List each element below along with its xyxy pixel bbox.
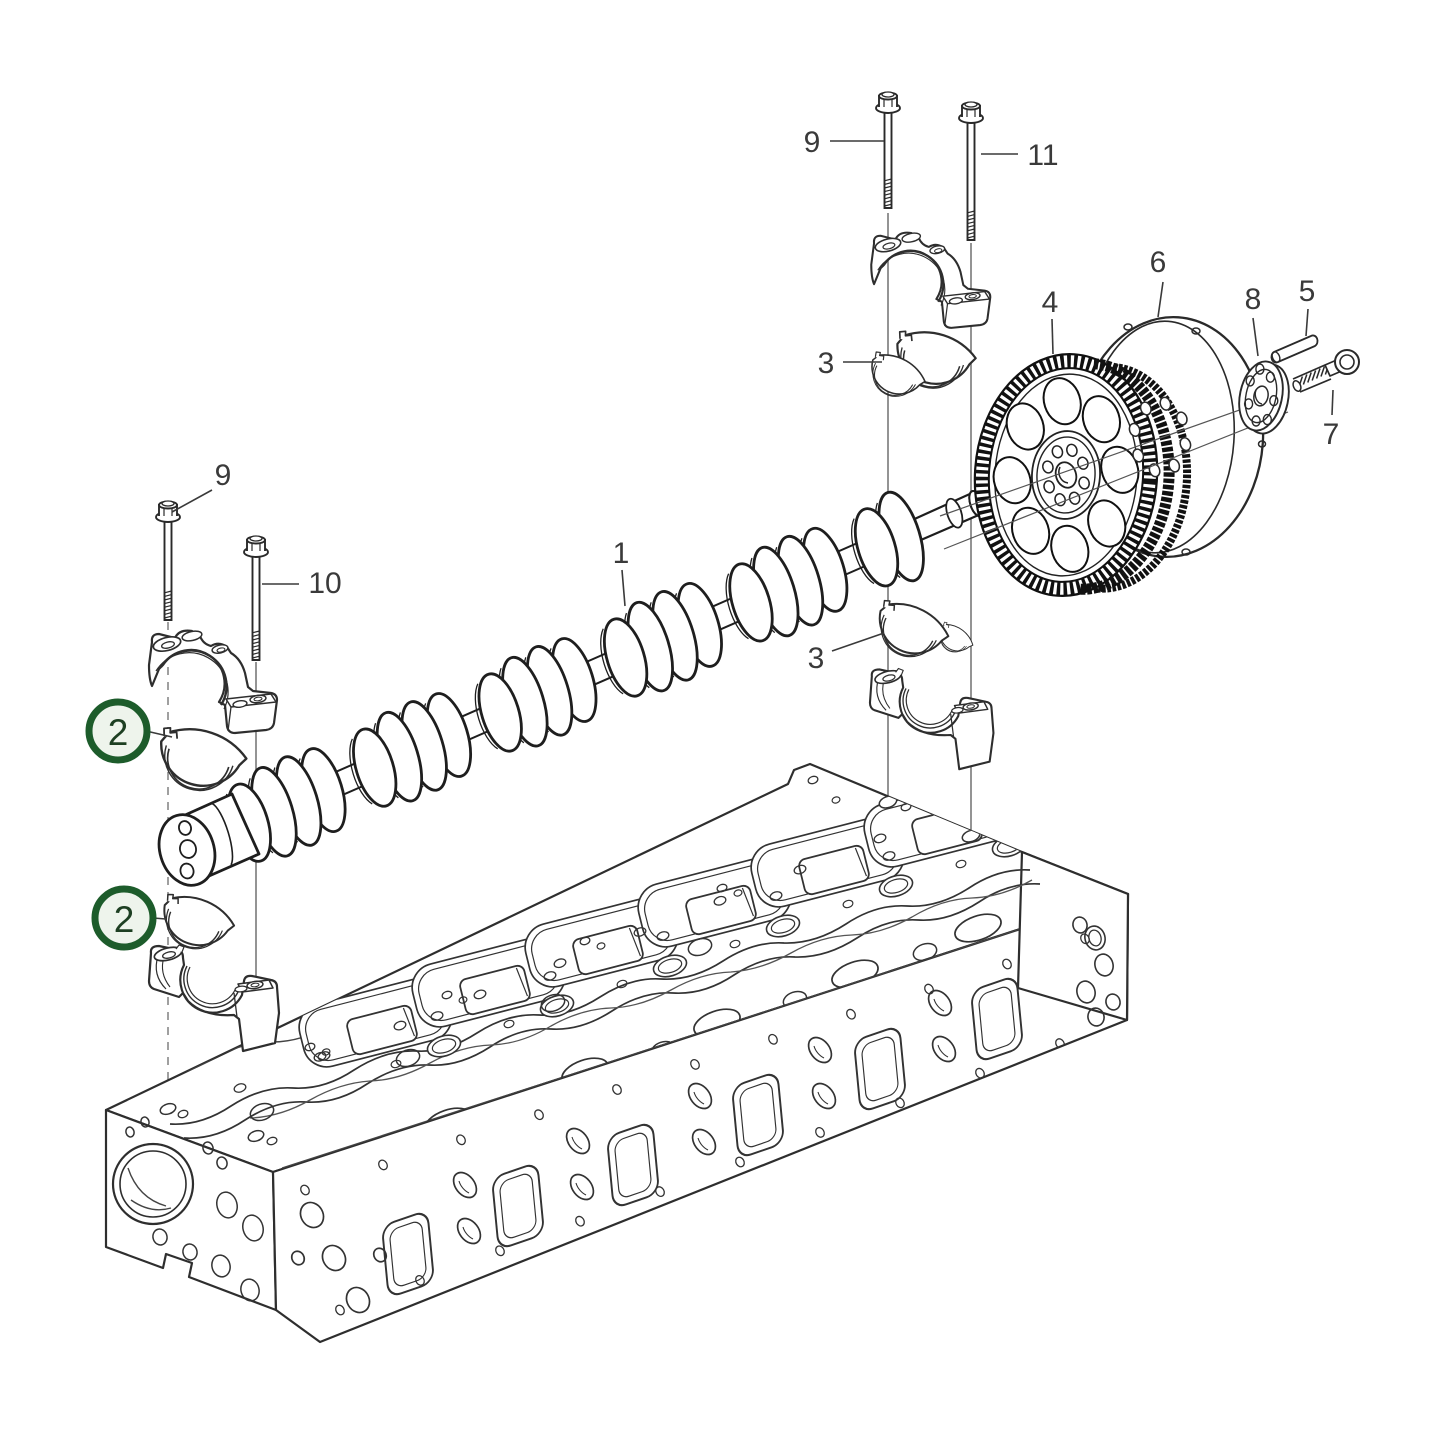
- svg-text:9: 9: [804, 126, 821, 159]
- svg-text:4: 4: [1042, 286, 1059, 319]
- svg-text:3: 3: [808, 642, 825, 675]
- svg-text:10: 10: [308, 567, 341, 600]
- svg-text:9: 9: [215, 459, 232, 492]
- svg-text:1: 1: [613, 537, 630, 570]
- svg-text:5: 5: [1299, 275, 1316, 308]
- svg-text:2: 2: [108, 712, 129, 753]
- svg-text:8: 8: [1245, 283, 1262, 316]
- svg-text:3: 3: [818, 347, 835, 380]
- svg-text:11: 11: [1027, 139, 1058, 172]
- svg-text:7: 7: [1323, 418, 1340, 451]
- svg-text:2: 2: [114, 899, 135, 940]
- svg-text:6: 6: [1150, 246, 1167, 279]
